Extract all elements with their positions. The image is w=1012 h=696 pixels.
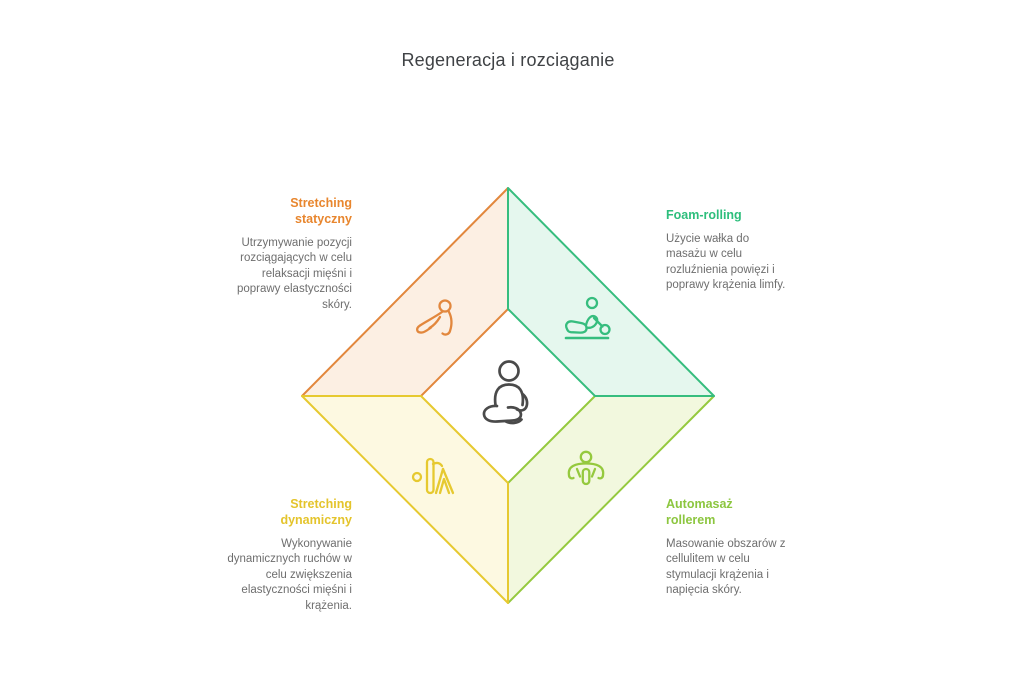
quadrant-text-self-massage: Automasaż rollerem Masowanie obszarów z … [666,496,787,599]
quadrant-description: Utrzymywanie pozycji rozciągających w ce… [236,237,352,311]
quadrant-label: Foam-rolling [666,208,742,222]
quadrant-shape-foam-rolling [507,187,715,397]
meditation-icon [482,360,529,425]
quadrant-shape-dynamic-stretching [301,395,509,604]
foam-rolling-icon [564,296,611,340]
quadrant-description: Wykonywanie dynamicznych ruchów w celu z… [227,538,352,612]
self-massage-icon [567,450,605,486]
quadrant-text-static-stretching: Stretching statyczny Utrzymywanie pozycj… [222,195,352,313]
page-title: Regeneracja i rozciąganie [401,50,615,70]
quadrant-label: Stretching dynamiczny [280,497,352,527]
quadrant-description: Masowanie obszarów z cellulitem w celu s… [666,538,786,597]
quadrant-text-foam-rolling: Foam-rolling Użycie wałka do masażu w ce… [666,207,787,294]
quadrant-label: Automasaż rollerem [666,497,733,527]
quadrant-text-dynamic-stretching: Stretching dynamiczny Wykonywanie dynami… [222,496,352,614]
quadrant-description: Użycie wałka do masażu w celu rozluźnien… [666,233,786,292]
static-stretch-icon [416,299,453,336]
dynamic-stretch-icon [411,457,455,495]
quadrant-label: Stretching statyczny [290,196,352,226]
